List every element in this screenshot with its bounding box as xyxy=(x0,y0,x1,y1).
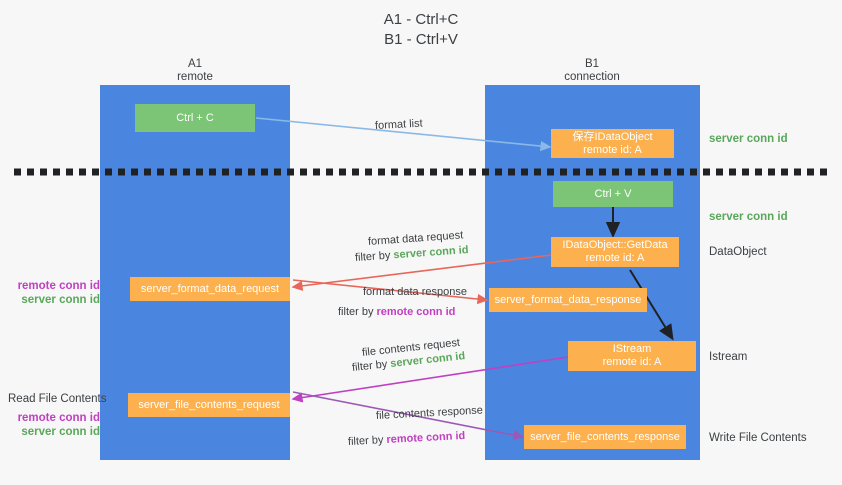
title-line-1: A1 - Ctrl+C xyxy=(383,11,459,28)
column-header-b1-name: B1 xyxy=(584,58,600,70)
label-write-file-contents: Write File Contents xyxy=(709,432,807,444)
label-remote-conn-id-1: remote conn id xyxy=(17,280,100,292)
filter-prefix-3: filter by xyxy=(351,358,391,374)
box-server-file-contents-response[interactable]: server_file_contents_response xyxy=(524,425,686,449)
arrow-file-contents-request xyxy=(291,356,569,403)
box-ctrl-c[interactable]: Ctrl + C xyxy=(135,104,255,132)
box-server-file-contents-response-label: server_file_contents_response xyxy=(530,430,680,443)
box-server-format-data-request-label: server_format_data_request xyxy=(140,282,280,295)
box-getdata-line1: IDataObject::GetData xyxy=(562,239,668,251)
box-save-idataobject[interactable]: 保存IDataObject remote id: A xyxy=(551,129,674,158)
label-istream: Istream xyxy=(709,351,748,363)
filter-prefix-4: filter by xyxy=(347,433,387,448)
box-getdata-line2: remote id: A xyxy=(585,252,645,264)
filter-prefix-2: filter by xyxy=(338,306,377,318)
box-server-file-contents-request[interactable]: server_file_contents_request xyxy=(128,393,290,417)
box-ctrl-v-label: Ctrl + V xyxy=(594,187,632,200)
label-server-conn-id-mid: server conn id xyxy=(709,211,788,223)
filter-value-remote-conn-id-1: remote conn id xyxy=(376,306,456,318)
arrow-getdata-to-istream xyxy=(629,269,674,341)
column-header-b1-sub: connection xyxy=(564,71,620,83)
box-server-file-contents-request-label: server_file_contents_request xyxy=(138,398,280,411)
diagram-title: A1 - Ctrl+C B1 - Ctrl+V xyxy=(0,10,842,50)
label-server-conn-id-top: server conn id xyxy=(709,133,788,145)
left-label-group-file: remote conn id server conn id xyxy=(8,411,100,439)
arrow-file-contents-response xyxy=(292,391,525,441)
arrow-format-data-response xyxy=(292,279,489,305)
column-header-a1-name: A1 xyxy=(187,58,203,70)
edge-label-format-data-response: format data response xyxy=(363,286,467,298)
box-istream[interactable]: IStream remote id: A xyxy=(568,341,696,371)
box-server-format-data-response[interactable]: server_format_data_response xyxy=(489,288,647,312)
box-save-idataobject-line2: remote id: A xyxy=(583,143,642,156)
title-line-2: B1 - Ctrl+V xyxy=(384,31,458,48)
column-header-a1: A1 remote xyxy=(100,58,290,84)
left-label-group-format: remote conn id server conn id xyxy=(8,279,100,307)
arrow-format-list xyxy=(255,117,552,152)
box-istream-line2: remote id: A xyxy=(602,356,662,368)
column-header-b1: B1 connection xyxy=(497,58,687,84)
edge-label-format-list: format list xyxy=(374,117,423,132)
box-ctrl-v[interactable]: Ctrl + V xyxy=(553,181,673,207)
box-istream-line1: IStream xyxy=(612,343,652,355)
edge-label-format-data-response-filter: filter by remote conn id xyxy=(338,305,455,319)
box-idataobject-getdata[interactable]: IDataObject::GetData remote id: A xyxy=(551,237,679,267)
arrow-format-data-request xyxy=(291,254,552,291)
box-save-idataobject-line1: 保存IDataObject xyxy=(572,130,653,143)
filter-prefix-1: filter by xyxy=(354,249,394,264)
label-server-conn-id-1: server conn id xyxy=(21,294,100,306)
box-server-format-data-request[interactable]: server_format_data_request xyxy=(130,277,290,301)
label-remote-conn-id-2: remote conn id xyxy=(17,412,100,424)
label-server-conn-id-2: server conn id xyxy=(21,426,100,438)
box-server-format-data-response-label: server_format_data_response xyxy=(494,293,642,306)
label-read-file-contents: Read File Contents xyxy=(8,393,107,405)
column-header-a1-sub: remote xyxy=(177,71,213,83)
box-ctrl-c-label: Ctrl + C xyxy=(176,111,214,124)
label-dataobject: DataObject xyxy=(709,246,767,258)
